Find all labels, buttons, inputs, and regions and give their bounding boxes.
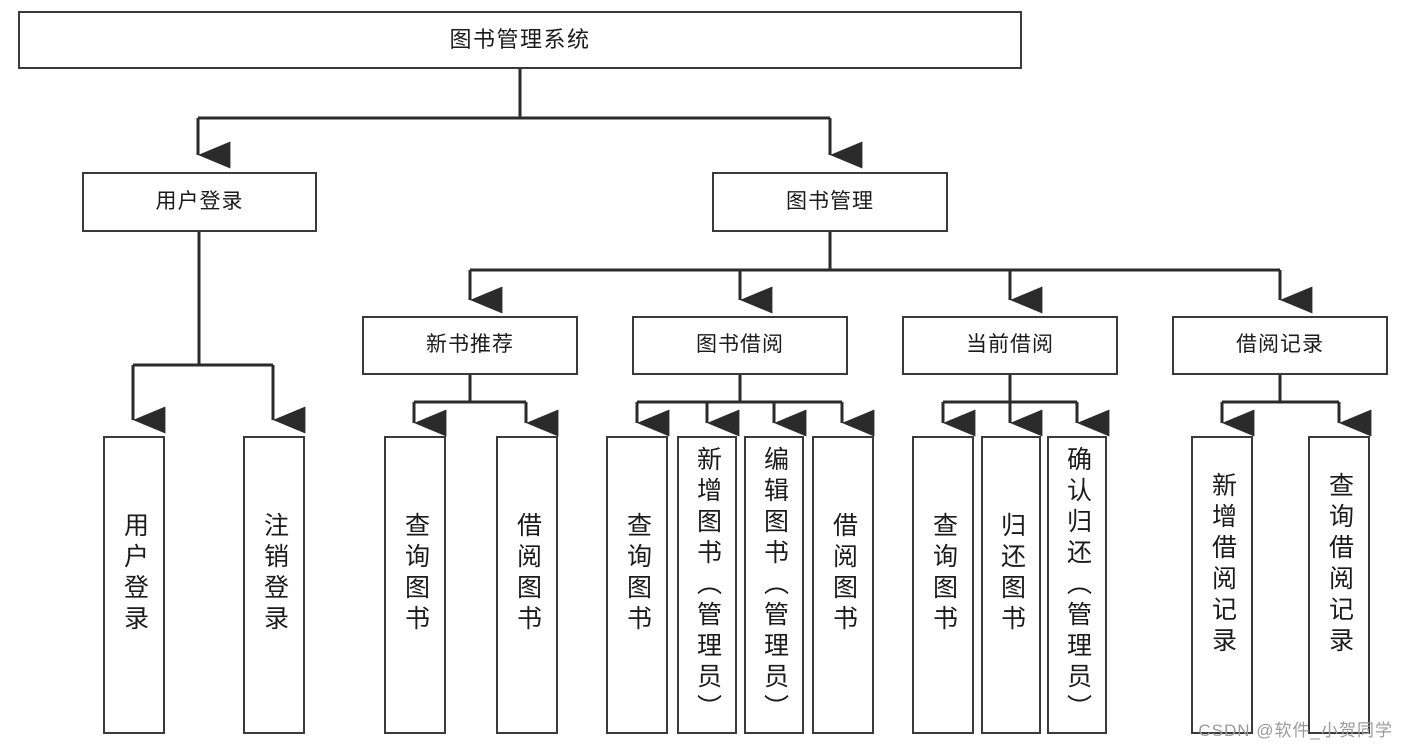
edges-root-to-level2 <box>196 69 863 169</box>
edges-bookmanage-to-level3 <box>468 232 1313 314</box>
leaf-borrow-edit-book-admin[interactable]: 编辑图书（管理员） <box>744 436 804 734</box>
leaf-record-add-borrow-record[interactable]: 新增借阅记录 <box>1191 436 1253 734</box>
leaf-current-query-book[interactable]: 查询图书 <box>912 436 974 734</box>
node-label: 图书管理系统 <box>449 27 591 53</box>
leaf-user-login[interactable]: 用户登录 <box>103 436 165 734</box>
node-current-borrow[interactable]: 当前借阅 <box>902 316 1118 375</box>
leaf-recommend-query-book[interactable]: 查询图书 <box>384 436 446 734</box>
node-label: 注销登录 <box>260 512 289 636</box>
edges-userlogin-to-leaves <box>131 232 306 434</box>
node-label: 借阅图书 <box>829 512 858 636</box>
node-label: 新增图书（管理员） <box>693 446 722 725</box>
node-label: 查询图书 <box>929 512 958 636</box>
leaf-recommend-borrow-book[interactable]: 借阅图书 <box>496 436 558 734</box>
leaf-borrow-query-book[interactable]: 查询图书 <box>606 436 668 734</box>
watermark-text: CSDN @软件_小贺同学 <box>1198 721 1393 740</box>
node-label: 新增借阅记录 <box>1208 472 1237 658</box>
leaf-record-query-borrow-record[interactable]: 查询借阅记录 <box>1308 436 1370 734</box>
node-label: 查询图书 <box>401 512 430 636</box>
node-book-borrow[interactable]: 图书借阅 <box>632 316 848 375</box>
node-label: 新书推荐 <box>426 333 514 357</box>
leaf-current-confirm-return-admin[interactable]: 确认归还（管理员） <box>1047 436 1107 734</box>
node-label: 用户登录 <box>120 512 149 636</box>
node-label: 图书管理 <box>786 189 874 213</box>
node-label: 编辑图书（管理员） <box>760 446 789 725</box>
node-user-login[interactable]: 用户登录 <box>82 172 317 232</box>
node-label: 用户登录 <box>155 189 244 213</box>
edges-bookborrow-to-leaves <box>635 375 875 437</box>
leaf-borrow-do-borrow-book[interactable]: 借阅图书 <box>812 436 874 734</box>
node-label: 借阅记录 <box>1236 333 1324 357</box>
node-label: 图书借阅 <box>696 333 784 357</box>
node-root-system[interactable]: 图书管理系统 <box>18 11 1022 69</box>
edges-borrowrecord-to-leaves <box>1220 375 1372 437</box>
node-label: 借阅图书 <box>513 512 542 636</box>
node-label: 查询图书 <box>623 512 652 636</box>
leaf-borrow-add-book-admin[interactable]: 新增图书（管理员） <box>677 436 737 734</box>
leaf-current-return-book[interactable]: 归还图书 <box>981 436 1041 734</box>
node-new-book-recommend[interactable]: 新书推荐 <box>362 316 578 375</box>
leaf-user-logout[interactable]: 注销登录 <box>243 436 305 734</box>
node-label: 确认归还（管理员） <box>1063 446 1092 725</box>
edges-currentborrow-to-leaves <box>941 375 1110 437</box>
edges-newbook-to-leaves <box>412 375 559 437</box>
node-label: 归还图书 <box>997 512 1026 636</box>
node-book-manage[interactable]: 图书管理 <box>712 172 948 232</box>
node-borrow-record[interactable]: 借阅记录 <box>1172 316 1388 375</box>
node-label: 查询借阅记录 <box>1325 472 1354 658</box>
node-label: 当前借阅 <box>966 333 1054 357</box>
